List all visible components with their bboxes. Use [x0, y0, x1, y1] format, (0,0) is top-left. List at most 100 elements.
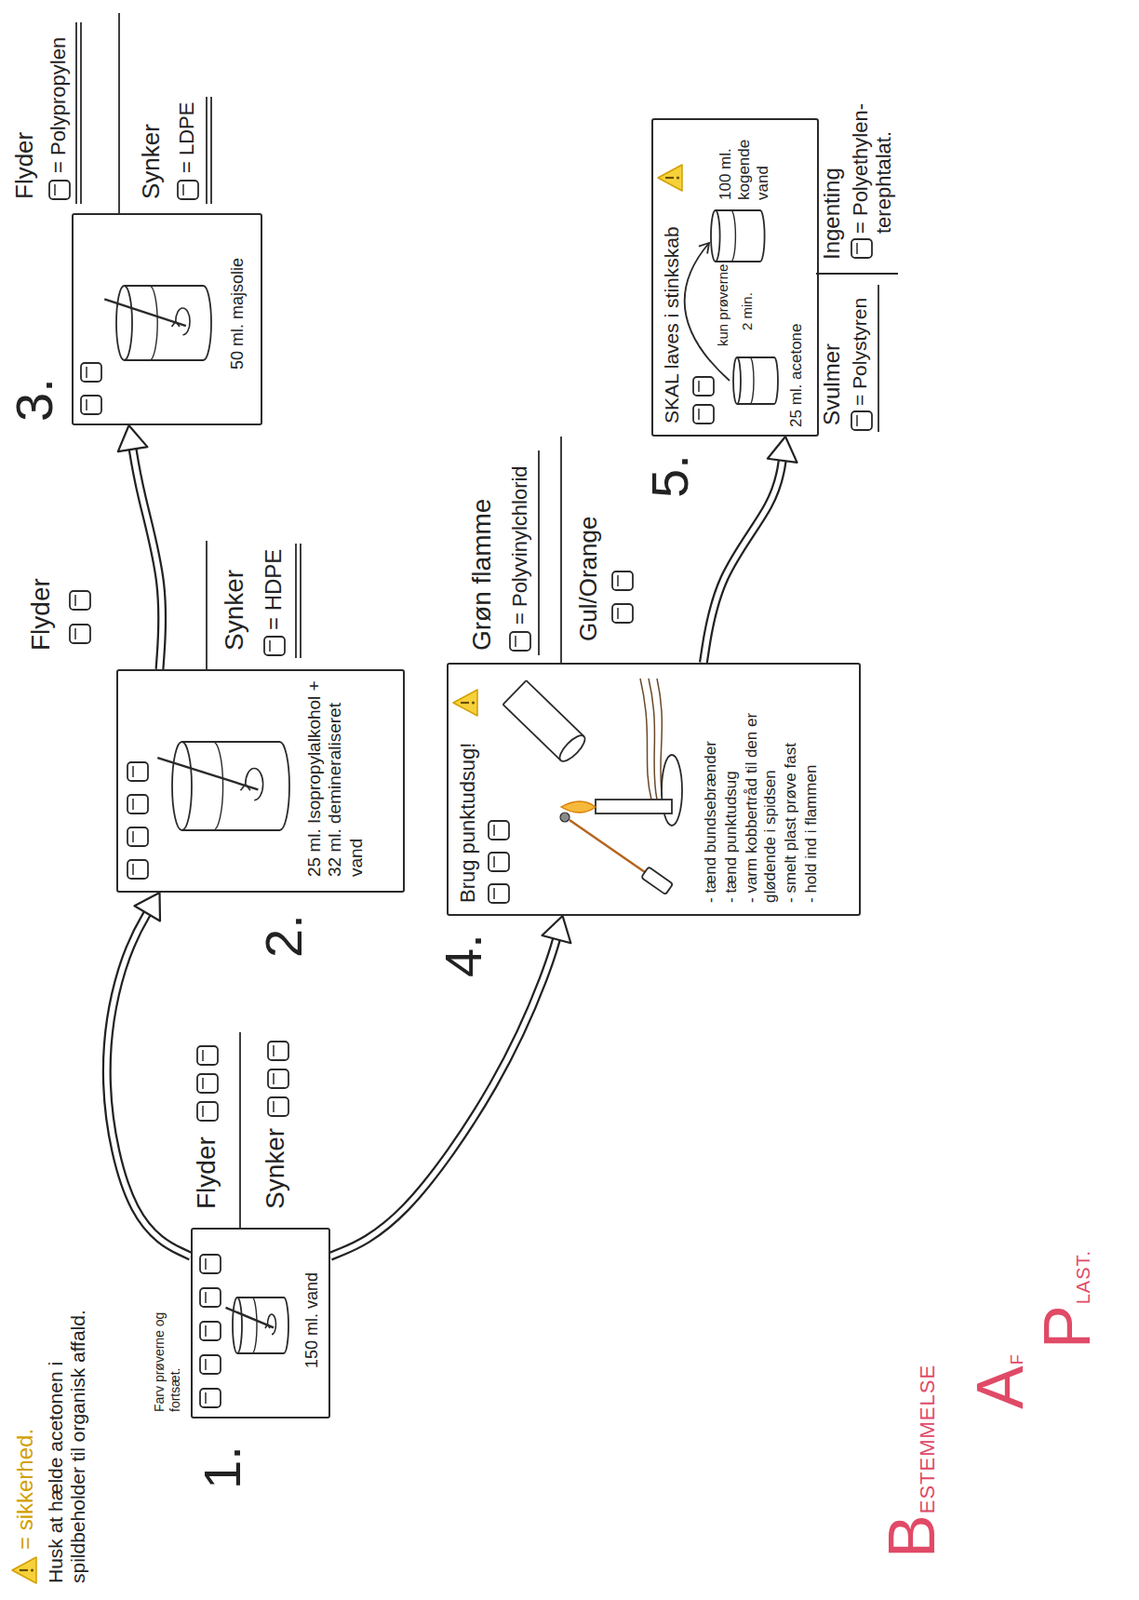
sample-symbol	[200, 1287, 221, 1307]
sample-symbol	[612, 571, 633, 590]
sample-symbol	[200, 1388, 221, 1407]
title-word: AF	[967, 1353, 1033, 1409]
sample-symbol	[80, 362, 102, 382]
step-box: 3.50 ml. majsolie	[71, 213, 263, 426]
result-heading: Flyder	[26, 577, 56, 651]
arrow-head	[118, 425, 148, 452]
divider-line	[205, 540, 208, 670]
divider-line	[816, 272, 898, 275]
step-heading: Brug punktudsug!	[455, 742, 481, 903]
step-text: 25 ml. Isopropylalkohol + 32 ml. deminer…	[304, 679, 367, 877]
beaker	[226, 1297, 290, 1354]
flow-arrow	[330, 915, 571, 1257]
sample-symbol	[197, 1101, 218, 1121]
sample-symbol	[197, 1073, 218, 1093]
underline	[75, 22, 78, 204]
note: Husk at hælde acetonen i spildbeholder t…	[44, 1303, 90, 1583]
arrow-head	[767, 436, 798, 463]
underline	[299, 543, 302, 658]
sample-symbol	[49, 180, 70, 200]
result-heading: Gul/Orange	[575, 516, 603, 642]
sample-symbol	[509, 631, 531, 651]
sample-symbol	[127, 762, 148, 781]
plastic-name: = Polyvinylchlorid	[508, 465, 532, 625]
sample-symbol	[69, 624, 91, 644]
title-word: BESTEMMELSE	[879, 1364, 945, 1558]
sample-symbol	[80, 395, 102, 415]
sample-symbol	[200, 1321, 221, 1340]
sample-symbol	[197, 1045, 218, 1065]
plastic-name: = LDPE	[174, 102, 199, 174]
sample-symbol	[127, 794, 148, 814]
sample-symbol	[268, 1069, 289, 1088]
copper-wire	[560, 812, 673, 895]
sample-symbol	[127, 827, 148, 846]
sample-symbol	[264, 636, 285, 656]
sample-symbol	[612, 603, 633, 623]
result-heading: Grøn flamme	[467, 498, 497, 651]
step-number: 4.	[437, 933, 490, 978]
burner-base	[661, 754, 683, 826]
sample-symbol	[851, 411, 872, 430]
step-box: 4.Brug punktudsug!- tænd bundsebrænder- …	[446, 662, 861, 916]
fume-extractor	[526, 680, 585, 737]
step-text: 50 ml. majsolie	[227, 257, 248, 370]
warning-symbol	[453, 689, 478, 716]
arrow-head	[134, 892, 161, 922]
step-number: 3.	[8, 377, 61, 422]
underline	[76, 22, 879, 658]
flow-arrow	[330, 931, 559, 1256]
bunsen-burner	[561, 678, 683, 826]
instruction: - tænd punktudsug	[722, 670, 741, 903]
transfer-arrow	[698, 242, 710, 255]
fume-extractor	[503, 704, 562, 761]
divider-line	[119, 13, 898, 1228]
sample-symbol	[488, 820, 510, 840]
step-note: Farv prøverne og fortsæt.	[151, 1295, 183, 1412]
result-heading: Synker	[260, 1127, 291, 1209]
sample-symbol	[268, 1097, 289, 1116]
step-number: 2.	[257, 913, 310, 958]
beaker	[710, 210, 765, 262]
result-heading: Synker	[219, 569, 250, 651]
flow-arrow	[703, 453, 784, 663]
instruction: - tænd bundsebrænder	[701, 670, 721, 903]
sample-symbol	[69, 590, 91, 610]
step-box: 1.Farv prøverne og fortsæt.150 ml. vand	[190, 1227, 331, 1419]
warning-symbol	[657, 164, 683, 191]
flow-arrow	[118, 425, 162, 670]
fume-extractor	[503, 680, 590, 765]
sample-symbol	[488, 884, 510, 903]
result-heading: Svulmer	[818, 343, 845, 426]
beaker	[733, 357, 778, 404]
legend-entry: = sikkerhed.	[12, 1428, 39, 1550]
burner-tube	[595, 799, 672, 814]
underline	[294, 543, 297, 658]
result-heading: Flyder	[11, 132, 40, 200]
flow-arrow	[107, 892, 191, 1257]
divider-line	[560, 436, 563, 663]
legend-text: = sikkerhed.	[12, 1428, 38, 1550]
underline	[205, 96, 208, 204]
step-number: 5.	[643, 454, 697, 498]
title-word: PLAST.	[1034, 1249, 1100, 1349]
flow-arrow	[131, 442, 162, 670]
gas-hose	[648, 678, 657, 800]
sample-symbol	[851, 239, 872, 258]
underline	[80, 22, 82, 204]
flow-arrow	[330, 931, 559, 1256]
warning-symbol	[12, 1556, 37, 1583]
instruction: - hold ind i flammen	[802, 670, 821, 903]
beaker	[104, 285, 212, 361]
plastic-name: = HDPE	[260, 549, 287, 630]
fume-extractor	[503, 680, 527, 705]
result-heading: Flyder	[191, 1136, 222, 1209]
sample-symbol	[49, 180, 872, 1407]
result-heading: Ingenting	[818, 167, 845, 260]
plastic-name: = Polypropylen	[46, 37, 70, 174]
gas-hose	[640, 678, 652, 800]
plastic-sample	[560, 812, 570, 822]
